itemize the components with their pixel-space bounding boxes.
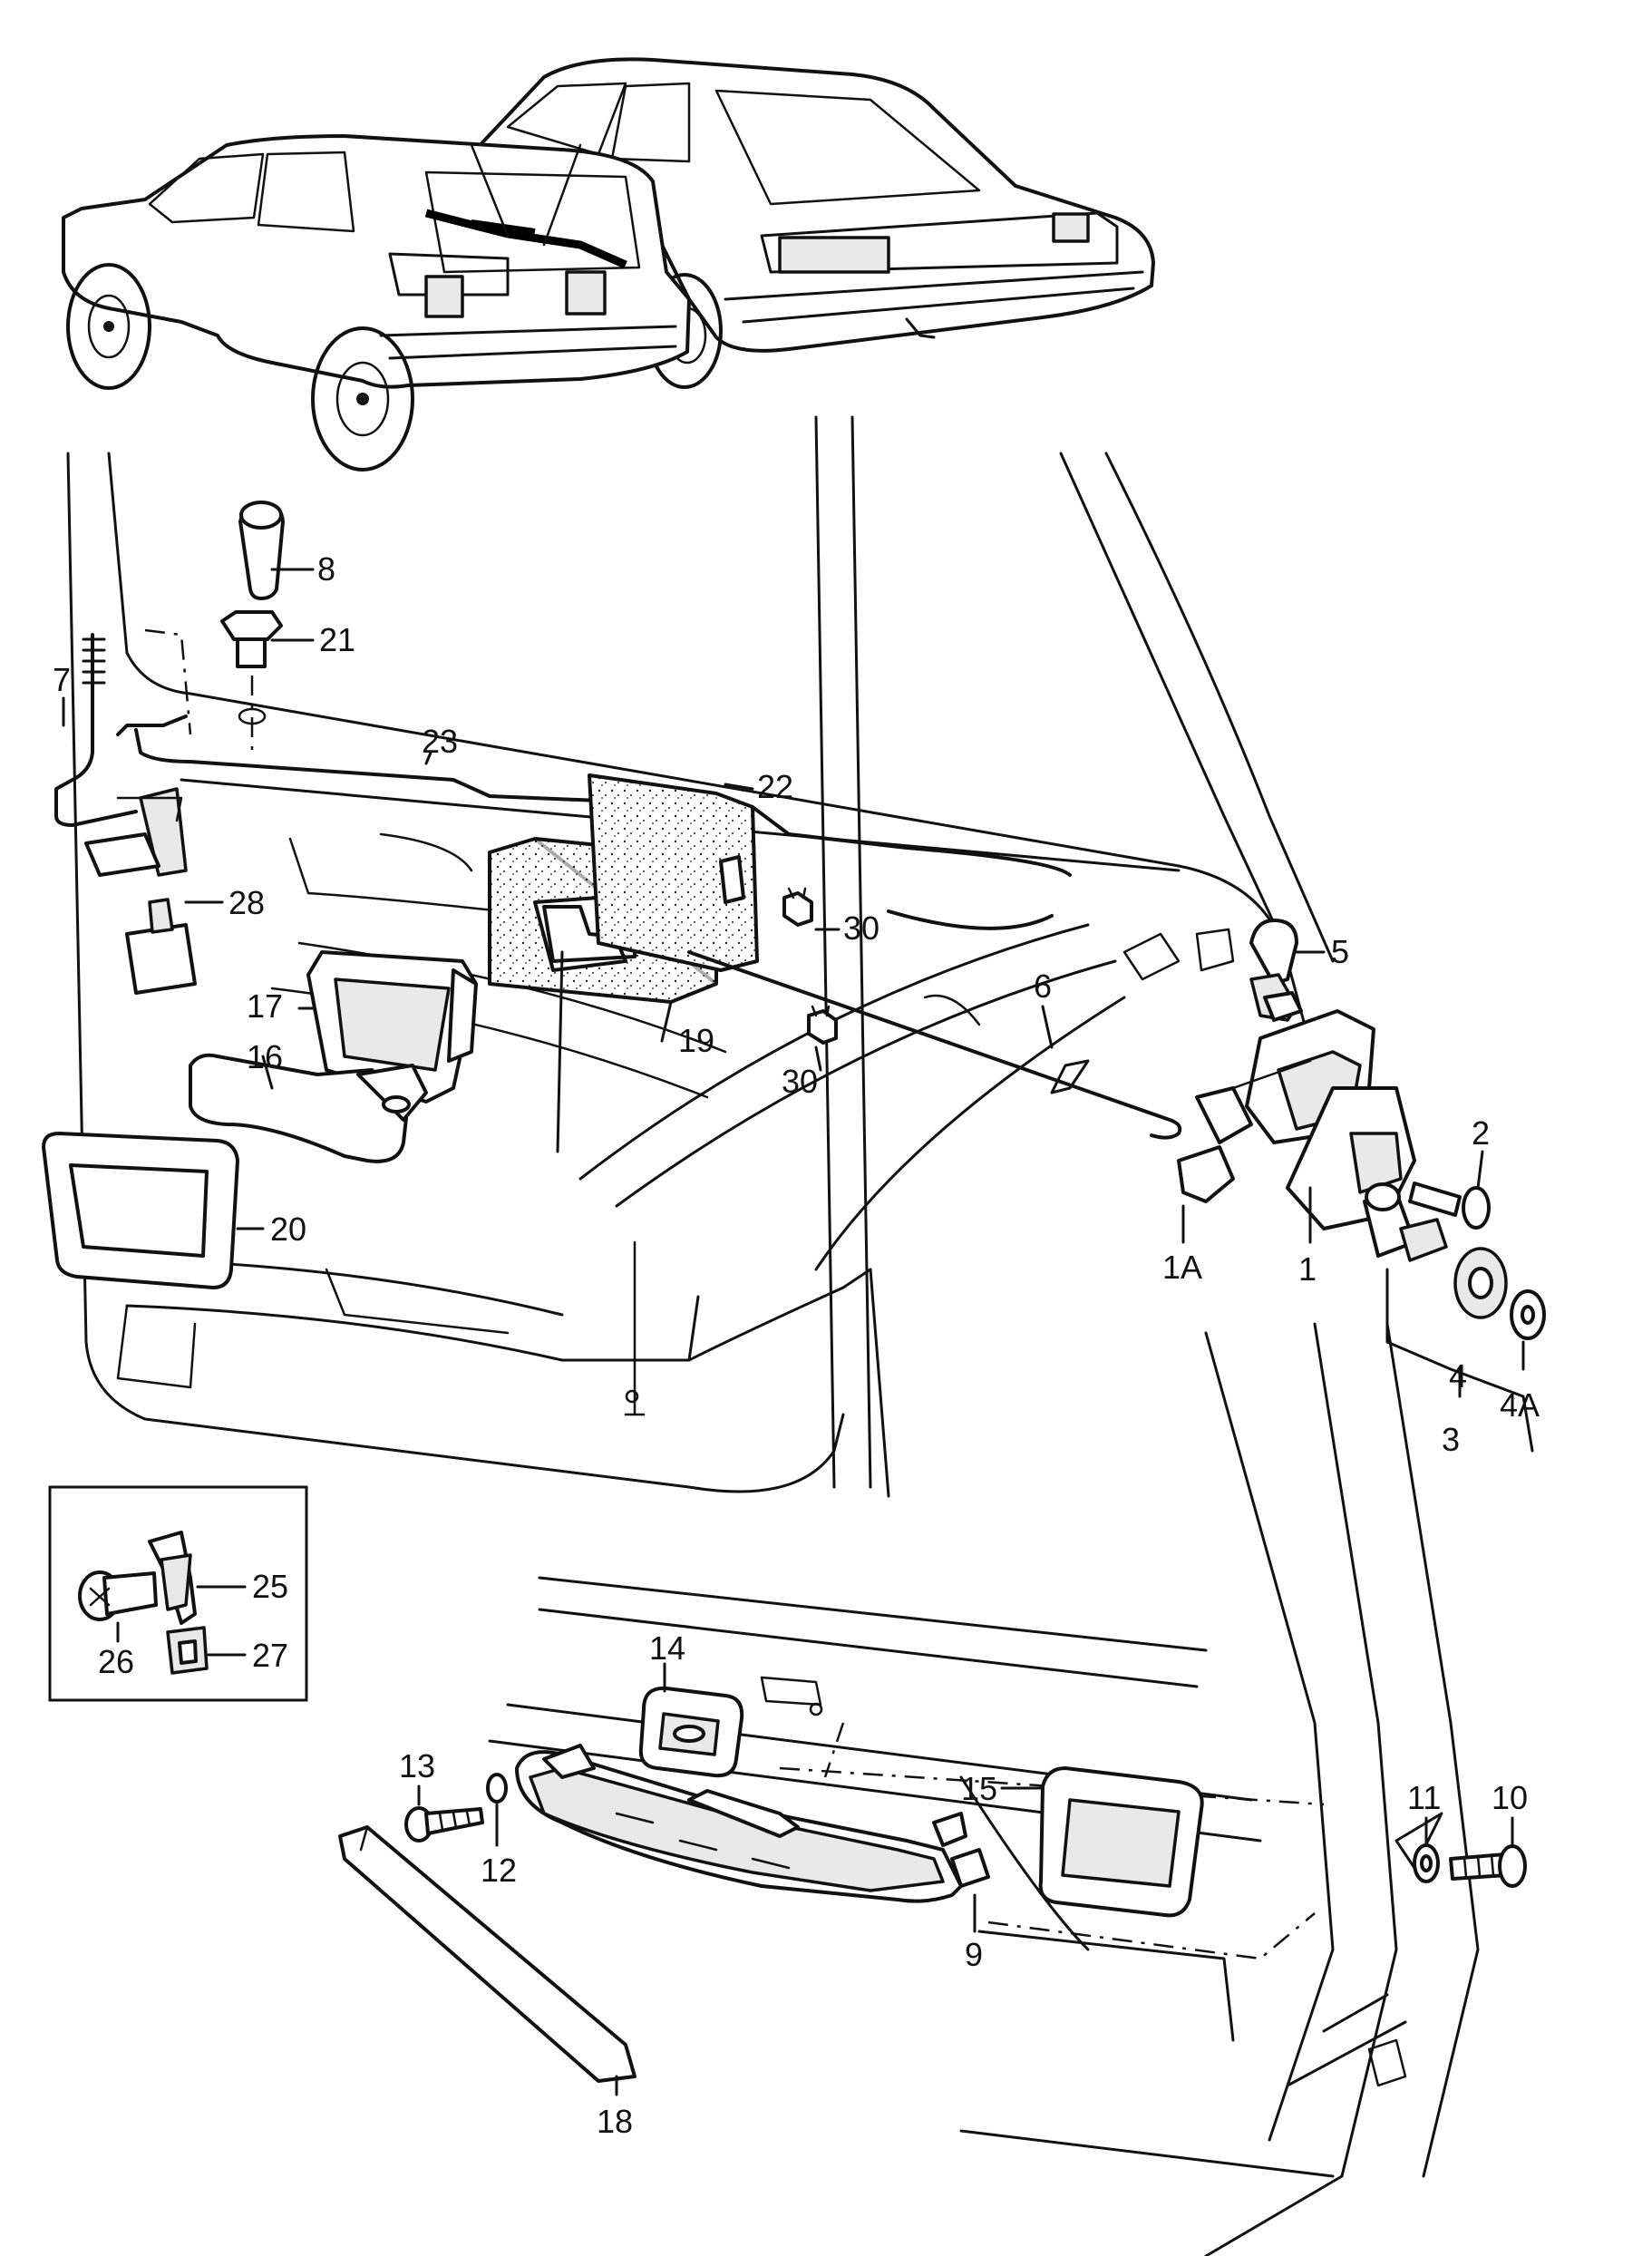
label-part-12: 12 [481, 1852, 517, 1889]
part-5-lock-bracket [1249, 919, 1303, 1022]
label-part-15: 15 [961, 1770, 997, 1807]
part-10-screw [1449, 1844, 1527, 1888]
part-17-inner-handle-trim [306, 950, 478, 1104]
part-18-trim-strip [338, 1825, 637, 2083]
label-part-25: 25 [252, 1568, 288, 1605]
part-22-foam-pad [588, 773, 759, 972]
rear-door-outer-panel [488, 1322, 1480, 2256]
part-12-washer [486, 1773, 508, 1804]
part-number-labels: 8 21 7 23 22 28 30 5 17 6 19 16 30 2 20 … [53, 550, 1540, 2140]
part-9-outer-door-handle [515, 1744, 990, 1903]
label-part-13: 13 [399, 1747, 435, 1784]
car-illustration [62, 57, 1155, 472]
part-25-lock-rod-guide-detail [148, 1531, 197, 1625]
part-30-clip-upper [782, 887, 813, 927]
part-27-clip [166, 1626, 209, 1675]
part-2-bolt [1408, 1181, 1491, 1230]
part-7-lock-rod [54, 633, 138, 827]
label-part-2: 2 [1472, 1114, 1490, 1152]
label-part-28: 28 [228, 884, 265, 921]
label-part-1: 1 [1298, 1250, 1317, 1288]
label-part-10: 10 [1492, 1779, 1528, 1816]
leader-lines [62, 568, 1534, 2096]
label-part-19: 19 [678, 1022, 714, 1059]
label-part-4A: 4A [1500, 1386, 1540, 1424]
part-20-handle-recess-frame [42, 1132, 239, 1289]
label-part-30-upper: 30 [843, 909, 879, 947]
label-part-21: 21 [319, 621, 355, 658]
label-part-26: 26 [98, 1643, 134, 1680]
part-15-seal-frame [1038, 1766, 1204, 1918]
label-part-8: 8 [317, 550, 335, 588]
part-4a-washer [1510, 1289, 1546, 1340]
part-3-lock-cylinder [1363, 1182, 1448, 1262]
label-part-18: 18 [597, 2103, 633, 2140]
label-part-7: 7 [53, 661, 71, 698]
part-30-clip-lower [807, 1005, 838, 1045]
label-part-22: 22 [757, 768, 793, 805]
label-part-27: 27 [252, 1637, 288, 1674]
label-part-4: 4 [1449, 1357, 1467, 1395]
label-part-5: 5 [1331, 933, 1349, 970]
part-16-inner-door-handle [189, 1053, 428, 1163]
hatchback-illustration [62, 134, 691, 472]
part-6-actuating-rod [687, 909, 1235, 1140]
label-part-11: 11 [1407, 1779, 1441, 1816]
label-part-1A: 1A [1162, 1249, 1202, 1286]
label-part-17: 17 [247, 987, 283, 1025]
label-part-3: 3 [1442, 1421, 1460, 1458]
label-part-20: 20 [270, 1211, 306, 1248]
sedan-illustration [470, 57, 1155, 389]
label-part-23: 23 [422, 723, 458, 760]
part-14-handle-seal [638, 1686, 823, 1778]
label-part-30-lower: 30 [782, 1063, 818, 1100]
label-part-6: 6 [1034, 968, 1052, 1005]
label-part-16: 16 [247, 1038, 283, 1075]
label-part-9: 9 [965, 1936, 983, 1973]
part-28-rod-guide [84, 787, 197, 995]
inset-detail-box [48, 1485, 308, 1702]
part-13-screw [404, 1806, 484, 1843]
part-11-washer [1413, 1843, 1440, 1883]
part-26-retaining-knob [78, 1570, 158, 1621]
part-4-seal [1453, 1247, 1508, 1319]
label-part-14: 14 [649, 1629, 685, 1667]
part-21-guide-sleeve [220, 610, 283, 753]
part-8-lock-knob [238, 501, 285, 600]
